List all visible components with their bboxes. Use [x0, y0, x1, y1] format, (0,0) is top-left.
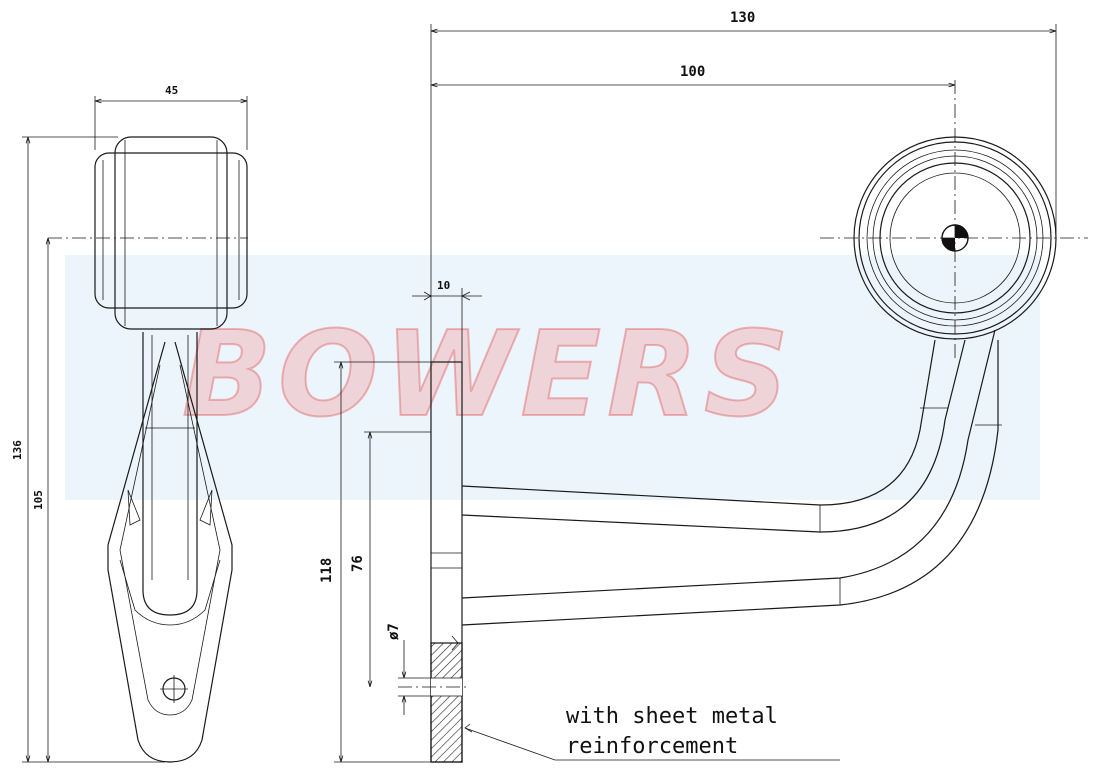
lamp-head-outer [94, 152, 248, 309]
note-line-1: with sheet metal [566, 704, 778, 729]
dim-105: 105 [32, 490, 45, 510]
note-line-2: reinforcement [566, 734, 738, 759]
side-view: 130 100 10 118 76 ø7 [319, 10, 1088, 763]
dim-100: 100 [680, 64, 705, 80]
dim-10: 10 [437, 279, 450, 292]
dim-45: 45 [165, 84, 178, 97]
arm-lower [461, 329, 996, 599]
dim-136: 136 [11, 440, 24, 460]
reinforcement-hatch [430, 642, 463, 763]
arm-upper [461, 339, 936, 506]
lamp-head-body [114, 136, 228, 330]
watermark: BOWERS [65, 255, 1040, 500]
dim-130: 130 [730, 10, 755, 26]
stem-front [142, 332, 198, 616]
dim-76: 76 [350, 555, 366, 572]
front-view: 45 136 105 [11, 84, 248, 763]
watermark-brand: BOWERS [182, 305, 795, 443]
dim-hole-diameter: ø7 [386, 623, 402, 640]
dim-118: 118 [319, 558, 335, 583]
mounting-plate-front [107, 341, 233, 763]
